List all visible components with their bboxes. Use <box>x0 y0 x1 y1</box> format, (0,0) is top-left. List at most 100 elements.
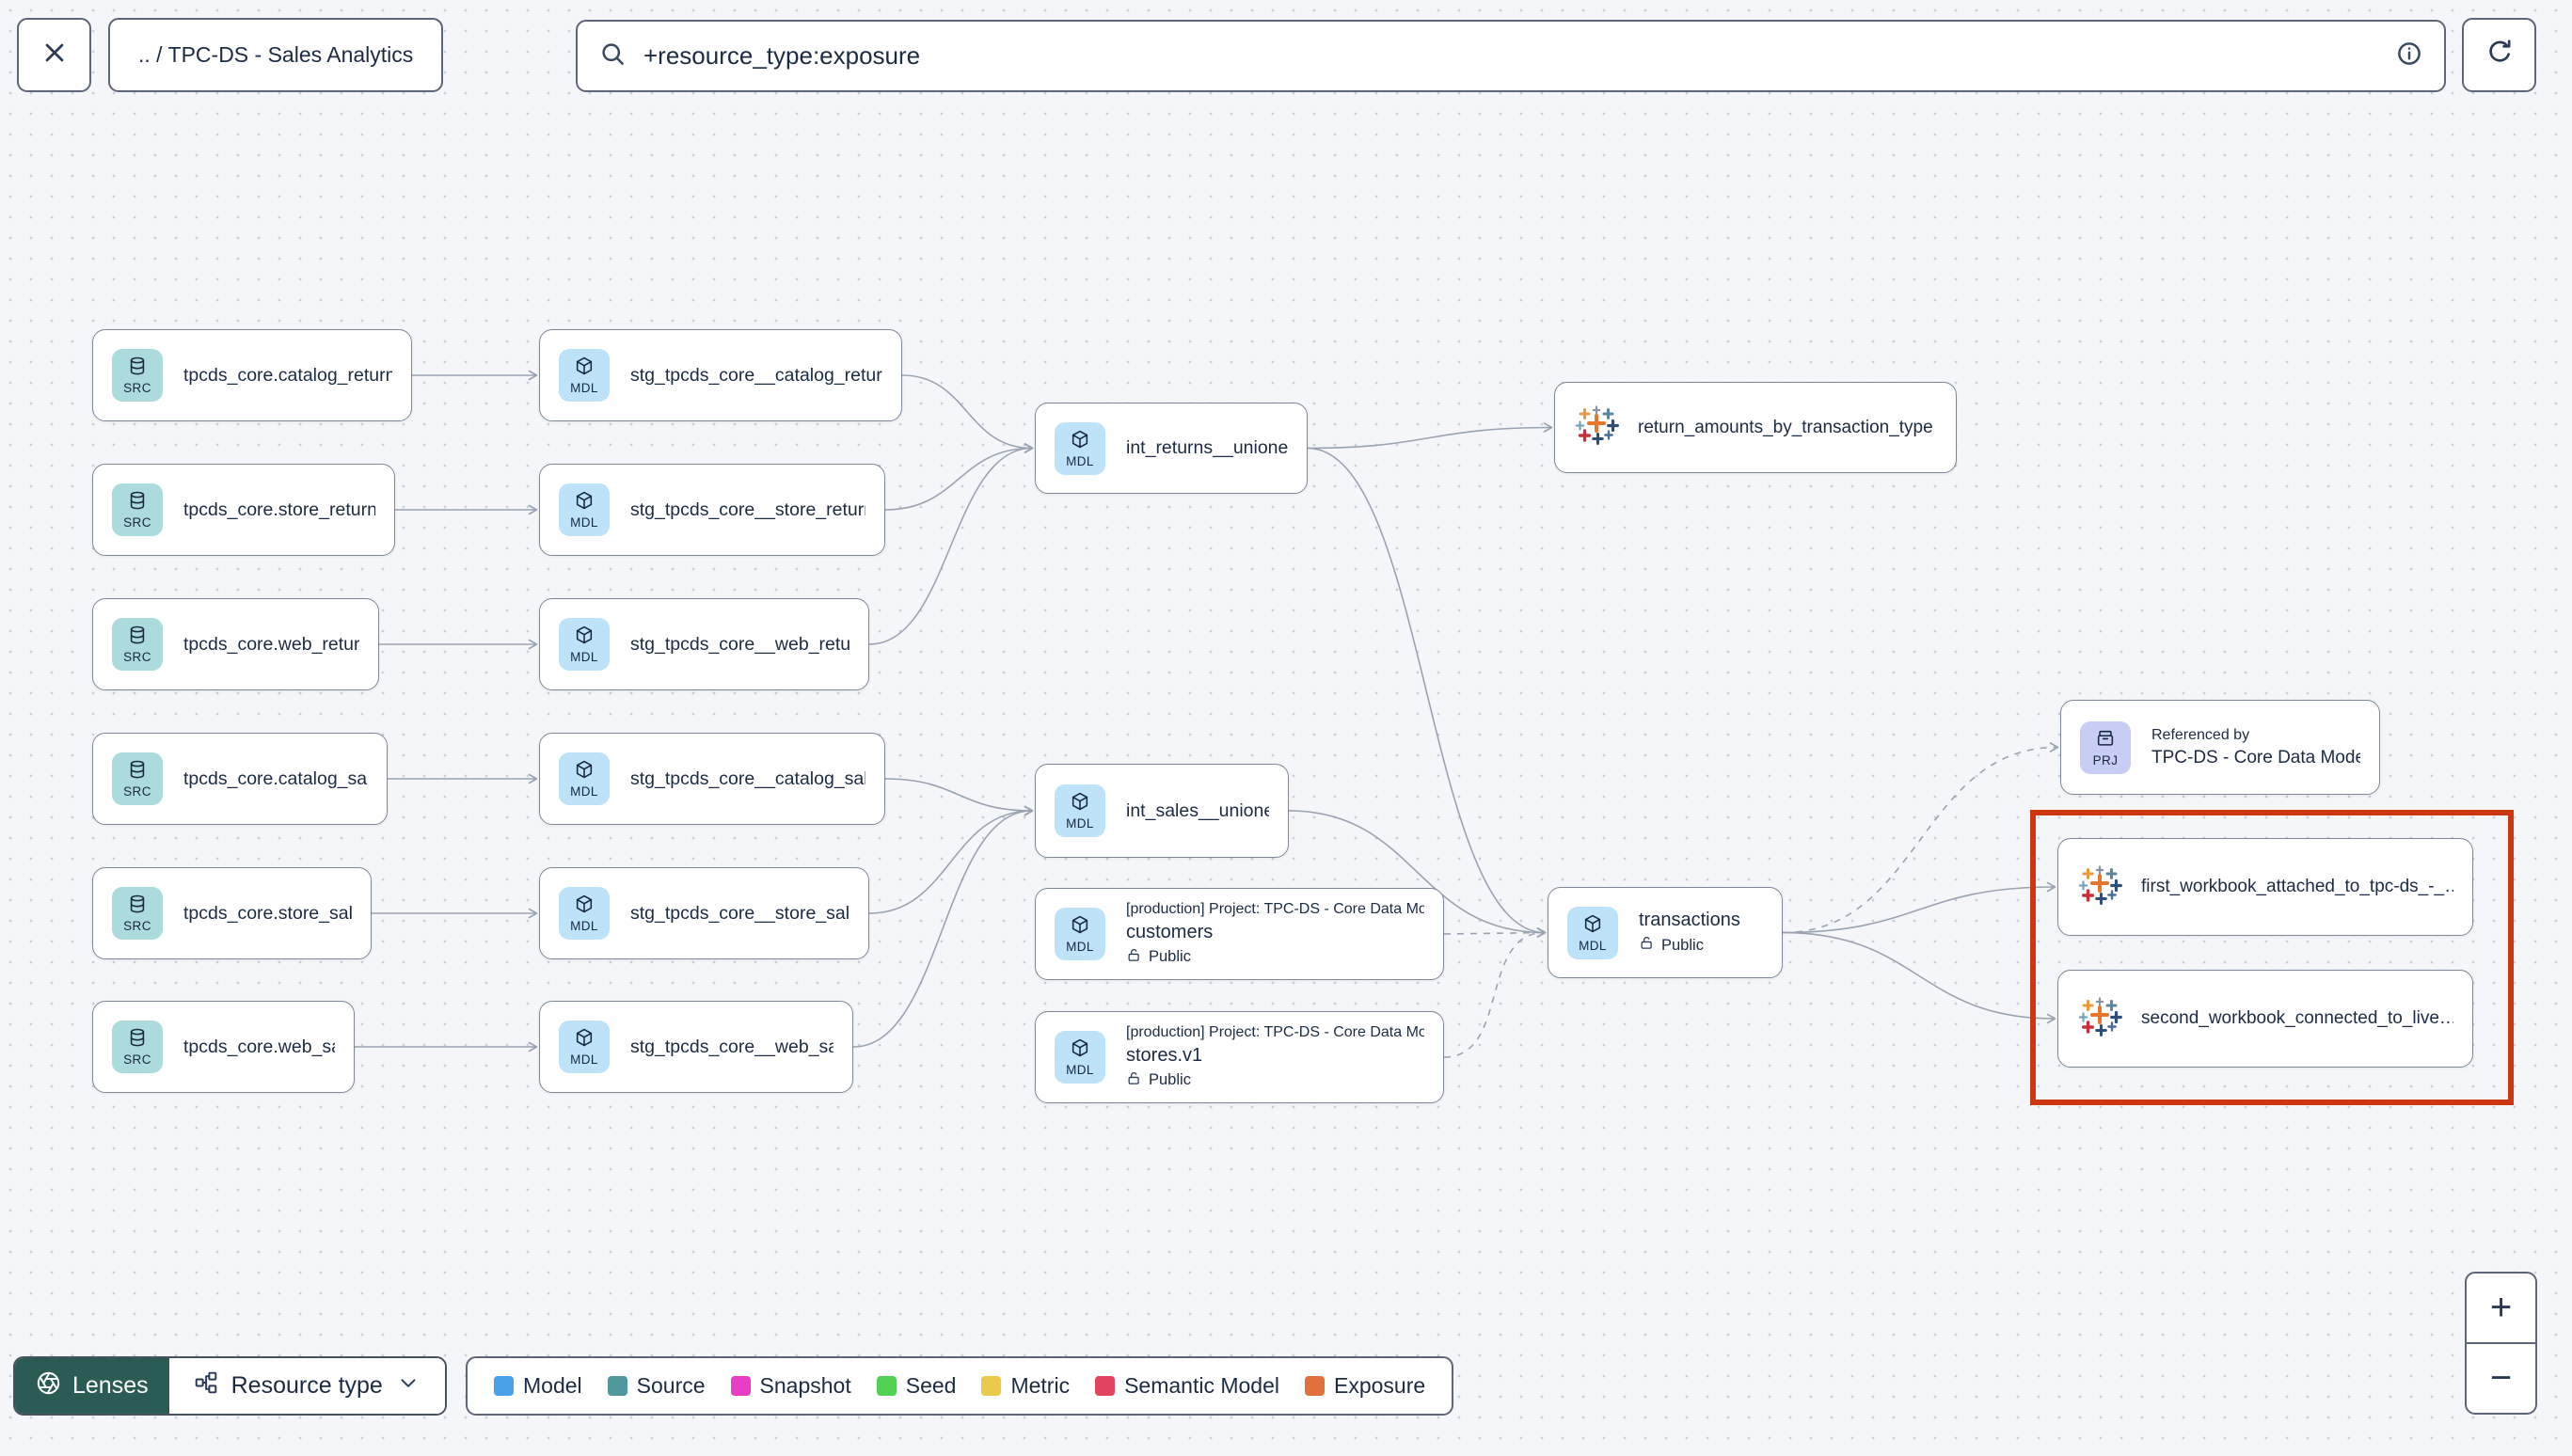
edge-stg_catalog_returns-to-int_returns <box>901 374 1034 453</box>
legend-swatch <box>876 1376 897 1396</box>
info-icon[interactable] <box>2395 40 2423 72</box>
node-label: first_workbook_attached_to_tpc-ds_-_… <box>2141 877 2453 896</box>
legend-item-seed: Seed <box>876 1373 957 1399</box>
legend-item-model: Model <box>494 1373 582 1399</box>
cube-icon <box>574 625 595 650</box>
legend-swatch <box>494 1376 514 1396</box>
node-label: second_workbook_connected_to_live… <box>2141 1008 2453 1028</box>
search-input[interactable] <box>642 40 2380 71</box>
source-chip: SRC <box>112 1021 163 1073</box>
model-chip: MDL <box>1567 906 1618 959</box>
lock-open-icon <box>1126 947 1142 968</box>
node-label: stg_tpcds_core__catalog_sales <box>630 768 865 789</box>
node-badge: MDL <box>1066 940 1094 955</box>
lenses-toolbar: Lenses Resource type <box>13 1356 447 1416</box>
cube-icon <box>1582 913 1603 939</box>
legend-label: Source <box>636 1373 706 1398</box>
refresh-icon <box>2485 38 2515 72</box>
cube-icon <box>1070 1037 1090 1063</box>
zoom-in-button[interactable]: + <box>2467 1274 2535 1344</box>
node-header: [production] Project: TPC-DS - Core Data… <box>1126 1023 1424 1040</box>
legend-swatch <box>730 1376 751 1396</box>
cube-icon <box>1070 429 1090 454</box>
source-chip: SRC <box>112 887 163 940</box>
legend-label: Seed <box>905 1373 957 1398</box>
project-icon <box>2095 728 2116 753</box>
source-chip: SRC <box>112 752 163 805</box>
edge-transactions-to-prj_core <box>1782 742 2059 934</box>
node-exposure_returns[interactable]: return_amounts_by_transaction_type <box>1554 382 1957 473</box>
zoom-controls: + − <box>2465 1272 2537 1415</box>
cube-icon <box>574 759 595 784</box>
node-label: transactions <box>1639 910 1740 930</box>
breadcrumb[interactable]: .. / TPC-DS - Sales Analytics <box>108 18 444 92</box>
database-icon <box>127 356 148 381</box>
model-chip: MDL <box>1055 784 1105 837</box>
access-row: Public <box>1126 947 1424 968</box>
project-chip: PRJ <box>2080 720 2131 774</box>
node-label: stg_tpcds_core__catalog_returns <box>630 364 882 386</box>
source-chip: SRC <box>112 483 163 536</box>
edge-stores-to-transactions <box>1443 927 1547 1058</box>
resource-type-label: Resource type <box>230 1372 383 1399</box>
minus-icon: − <box>2489 1357 2513 1399</box>
cube-icon <box>1070 791 1090 816</box>
node-label: stg_tpcds_core__web_sales <box>630 1036 834 1057</box>
close-button[interactable] <box>17 18 91 92</box>
search-bar[interactable] <box>576 20 2446 92</box>
node-badge: MDL <box>1066 1063 1094 1078</box>
database-icon <box>127 759 148 784</box>
node-badge: SRC <box>123 515 151 530</box>
node-label: tpcds_core.web_sales <box>183 1036 335 1057</box>
edge-transactions-to-wb_first <box>1782 881 2056 934</box>
node-badge: SRC <box>123 919 151 934</box>
node-wb_first[interactable]: first_workbook_attached_to_tpc-ds_-_… <box>2057 838 2473 936</box>
chevron-down-icon <box>396 1370 421 1401</box>
node-wb_second[interactable]: second_workbook_connected_to_live… <box>2057 970 2473 1068</box>
node-badge: MDL <box>570 919 598 934</box>
model-chip: MDL <box>559 618 610 671</box>
node-badge: SRC <box>123 381 151 396</box>
model-chip: MDL <box>1055 421 1105 475</box>
lock-open-icon <box>1126 1070 1142 1091</box>
legend-item-exposure: Exposure <box>1305 1373 1425 1399</box>
lock-open-icon <box>1639 935 1655 956</box>
node-src_web_sales[interactable]: SRC tpcds_core.web_sales <box>92 1001 355 1093</box>
node-badge: MDL <box>570 650 598 665</box>
access-row: Public <box>1126 1070 1424 1091</box>
aperture-icon <box>36 1370 61 1402</box>
tableau-icon <box>2077 994 2122 1044</box>
access-label: Public <box>1149 948 1191 965</box>
edge-transactions-to-wb_second <box>1782 931 2056 1024</box>
plus-icon: + <box>2489 1287 2513 1328</box>
lenses-button[interactable]: Lenses <box>15 1358 169 1414</box>
model-chip: MDL <box>559 887 610 940</box>
node-customers[interactable]: MDL[production] Project: TPC-DS - Core D… <box>1035 888 1444 980</box>
node-stores[interactable]: MDL [production] Project: TPC-DS - Core D… <box>1035 1011 1444 1103</box>
resource-type-icon <box>194 1370 218 1401</box>
zoom-out-button[interactable]: − <box>2467 1344 2535 1413</box>
cube-icon <box>574 894 595 919</box>
refresh-button[interactable] <box>2462 18 2536 92</box>
resource-type-dropdown[interactable]: Resource type <box>168 1358 445 1414</box>
node-badge: SRC <box>123 784 151 799</box>
database-icon <box>127 894 148 919</box>
